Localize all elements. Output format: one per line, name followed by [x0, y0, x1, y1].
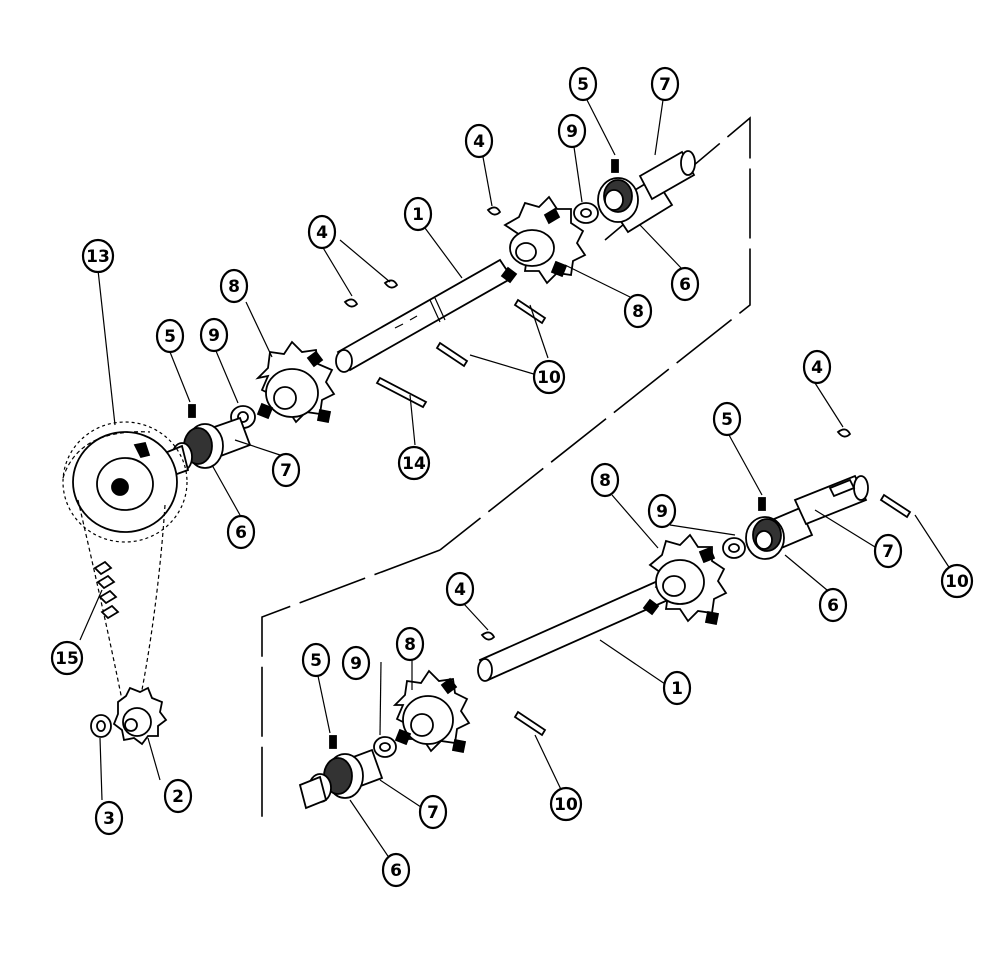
callout-2-small-sprocket: 2	[163, 778, 193, 814]
callout-7-hub-upper-left: 7	[271, 452, 301, 488]
callout-5-setscrew-upper-right: 5	[568, 66, 598, 102]
svg-text:9: 9	[208, 326, 220, 346]
callout-6-bearing-upper-left: 6	[226, 514, 256, 550]
callout-14-pin: 14	[397, 445, 431, 481]
svg-text:5: 5	[310, 651, 322, 671]
svg-text:9: 9	[350, 654, 362, 674]
svg-text:10: 10	[554, 795, 578, 815]
callout-5-setscrew-upper-left: 5	[155, 318, 185, 354]
svg-text:9: 9	[656, 502, 668, 522]
callout-3-washer: 3	[94, 800, 124, 836]
svg-text:14: 14	[402, 454, 426, 474]
callout-5-setscrew-lower-right: 5	[712, 401, 742, 437]
upper-right-bearing	[597, 150, 696, 234]
leader-lines	[79, 99, 957, 869]
callout-5-setscrew-lower-left: 5	[301, 642, 331, 678]
lower-keys-and-pins	[480, 428, 912, 737]
lower-right-washer	[722, 537, 746, 559]
large-drive-sprocket	[62, 421, 188, 543]
lower-left-washer	[373, 736, 397, 758]
svg-text:3: 3	[103, 809, 115, 829]
lower-right-sprocket	[642, 533, 728, 626]
svg-text:6: 6	[679, 275, 691, 295]
callout-10-pin-lower-right: 10	[940, 563, 974, 599]
svg-text:5: 5	[721, 410, 733, 430]
callout-10-pin-upper: 10	[532, 359, 566, 395]
svg-text:8: 8	[228, 277, 240, 297]
callout-9-washer-lower-left: 9	[341, 645, 371, 681]
chain-links	[93, 560, 120, 620]
svg-text:2: 2	[172, 787, 184, 807]
callout-4-key-upper-left: 4	[307, 214, 337, 250]
svg-text:7: 7	[280, 461, 292, 481]
upper-left-sprocket	[255, 340, 336, 424]
callout-9-washer-upper-left: 9	[199, 317, 229, 353]
svg-text:9: 9	[566, 122, 578, 142]
callout-8-sprocket-lower-left: 8	[395, 626, 425, 662]
svg-text:8: 8	[599, 471, 611, 491]
svg-text:7: 7	[882, 542, 894, 562]
callout-6-bearing-lower-right: 6	[818, 587, 848, 623]
callout-6-bearing-lower-left: 6	[381, 852, 411, 888]
svg-text:4: 4	[473, 132, 485, 152]
callout-6-bearing-upper-right: 6	[670, 266, 700, 302]
callout-8-sprocket-lower-right: 8	[590, 462, 620, 498]
svg-text:4: 4	[811, 358, 823, 378]
svg-text:1: 1	[412, 205, 424, 225]
callout-4-key-upper-right: 4	[464, 123, 494, 159]
upper-right-washer	[573, 202, 599, 224]
drive-chain	[62, 431, 166, 701]
svg-text:8: 8	[632, 302, 644, 322]
svg-text:10: 10	[537, 368, 561, 388]
lower-assembly-boundary	[261, 549, 441, 822]
callout-13-large-sprocket: 13	[81, 238, 115, 274]
callout-10-pin-lower: 10	[549, 786, 583, 822]
svg-text:7: 7	[659, 75, 671, 95]
svg-text:6: 6	[235, 523, 247, 543]
small-drive-sprocket	[112, 686, 168, 746]
callout-4-key-lower-middle: 4	[445, 571, 475, 607]
callout-7-hub-upper-right: 7	[650, 66, 680, 102]
lower-right-bearing	[745, 474, 869, 560]
svg-text:7: 7	[427, 803, 439, 823]
svg-text:4: 4	[316, 223, 328, 243]
svg-text:1: 1	[671, 679, 683, 699]
callout-1-lower-shaft: 1	[662, 670, 692, 706]
callout-9-washer-upper-right: 9	[557, 113, 587, 149]
svg-text:13: 13	[86, 247, 110, 267]
callout-8-sprocket-upper-right: 8	[623, 293, 653, 329]
upper-right-sprocket	[500, 195, 587, 285]
callout-7-hub-lower-left: 7	[418, 794, 448, 830]
small-sprocket-washer	[90, 714, 112, 738]
callout-8-sprocket-upper-left: 8	[219, 268, 249, 304]
svg-text:15: 15	[55, 649, 79, 669]
callout-1-upper-shaft: 1	[403, 196, 433, 232]
svg-text:5: 5	[164, 327, 176, 347]
svg-text:5: 5	[577, 75, 589, 95]
svg-text:6: 6	[390, 861, 402, 881]
svg-text:8: 8	[404, 635, 416, 655]
svg-text:10: 10	[945, 572, 969, 592]
callout-15-chain: 15	[50, 640, 84, 676]
svg-text:4: 4	[454, 580, 466, 600]
upper-keys-and-pins	[343, 206, 547, 409]
callout-7-hub-lower-right: 7	[873, 533, 903, 569]
lower-left-sprocket	[392, 669, 471, 754]
callout-9-washer-lower-right: 9	[647, 493, 677, 529]
callout-4-key-lower-right: 4	[802, 349, 832, 385]
svg-text:6: 6	[827, 596, 839, 616]
lower-left-bearing	[298, 735, 384, 810]
